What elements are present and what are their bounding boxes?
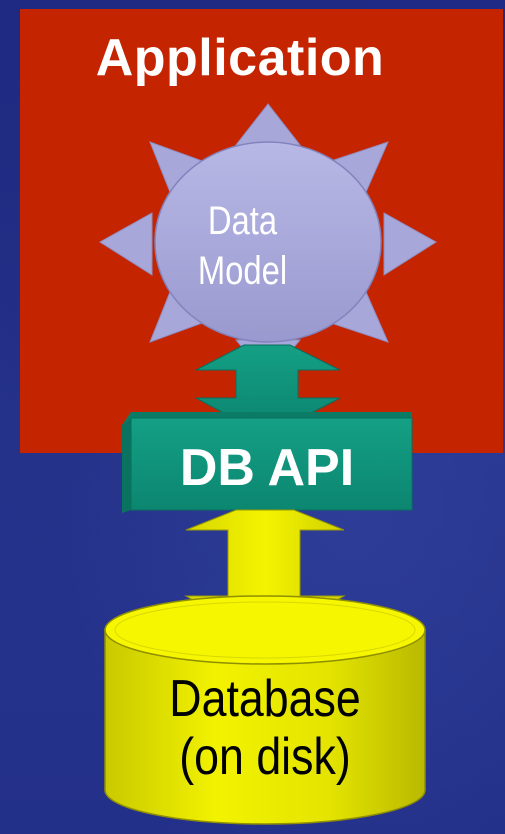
- data-model-ellipse: [154, 141, 382, 343]
- db-api-label: DB API: [179, 439, 355, 497]
- sun-ray-top: [234, 103, 302, 146]
- database-cylinder: [104, 595, 426, 825]
- yellow-double-arrow: [184, 509, 346, 625]
- database-label: Database (on disk): [127, 670, 402, 786]
- data-model-label-line1: Data: [207, 199, 278, 243]
- database-label-line1: Database: [169, 670, 361, 728]
- application-label: Application: [95, 29, 385, 87]
- data-model-label-line2: Model: [197, 249, 288, 293]
- db-api-bar: [122, 412, 413, 513]
- data-model-label: Data Model: [187, 196, 298, 296]
- teal-double-arrow: [195, 344, 341, 425]
- database-label-line2: (on disk): [179, 728, 351, 786]
- sun-ray-left: [99, 212, 153, 276]
- sun-ray-right: [383, 212, 437, 276]
